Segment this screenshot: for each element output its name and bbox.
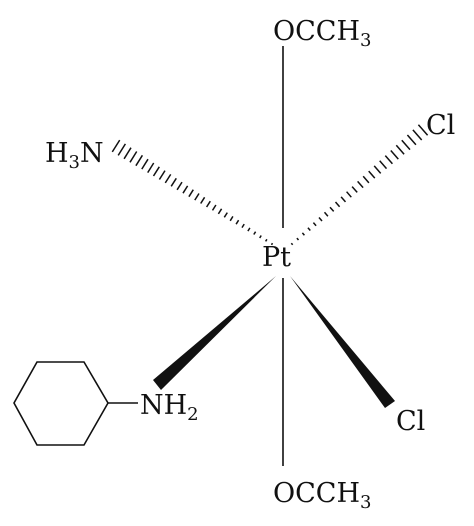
hash-stroke [259,235,262,239]
hash-stroke [211,204,217,211]
hash-stroke [395,144,405,155]
hash-stroke [235,219,240,225]
hash-stroke [318,217,323,222]
label-cl-front: Cl [396,406,425,437]
hash-stroke [296,237,300,241]
hash-stroke [123,147,132,160]
label-ammine: H3N [45,138,104,173]
hash-stroke [200,196,206,204]
label-center-pt: Pt [262,242,291,273]
hash-stroke [241,223,245,228]
hash-stroke [357,180,364,189]
hash-stroke [182,185,189,194]
hash-stroke [205,200,211,208]
hash-stroke [384,155,393,165]
hash-stroke [340,196,347,203]
cyclohexane-ring [13,361,109,446]
hash-stroke [176,181,183,191]
hash-stroke [253,231,257,235]
hash-stroke [379,160,388,170]
hash-stroke [111,139,121,153]
hash-stroke [135,154,144,167]
hash-stroke [412,129,423,141]
label-top-acetate: OCCH3 [273,16,371,51]
hash-stroke [351,186,358,193]
hash-stroke [362,175,370,184]
bond-pt-cl-back-hashed [290,124,429,246]
hash-stroke [129,151,138,163]
label-nh2: NH2 [140,390,199,425]
hash-stroke [194,193,200,201]
bond-pt-ammine-hashed [111,139,274,246]
hash-stroke [307,227,311,231]
hash-stroke [147,162,155,173]
hash-stroke [141,158,149,170]
hash-stroke [301,232,305,236]
hash-stroke [373,165,382,174]
hash-stroke [164,173,172,184]
hash-stroke [152,166,160,177]
bond-pt-nh2-wedge [153,276,276,390]
hash-stroke [401,139,411,151]
hash-stroke [406,134,417,146]
label-cl-back: Cl [426,110,455,141]
hash-stroke [117,143,127,156]
hash-stroke [390,150,399,160]
hash-stroke [323,211,329,217]
hash-stroke [158,170,166,180]
hash-stroke [170,177,177,187]
hash-stroke [217,208,223,215]
hash-stroke [346,191,352,198]
hash-stroke [368,170,376,179]
hash-stroke [264,238,268,242]
hash-stroke [229,216,234,222]
hash-stroke [290,242,294,246]
label-bottom-acetate: OCCH3 [273,478,371,513]
hash-stroke [188,189,194,198]
bond-pt-cl-front-wedge [290,276,395,408]
hash-stroke [417,124,429,136]
hash-stroke [312,222,317,227]
hash-stroke [334,201,341,208]
hash-stroke [329,206,335,212]
hash-stroke [223,212,228,218]
hash-stroke [247,227,251,232]
hash-stroke [270,242,274,246]
